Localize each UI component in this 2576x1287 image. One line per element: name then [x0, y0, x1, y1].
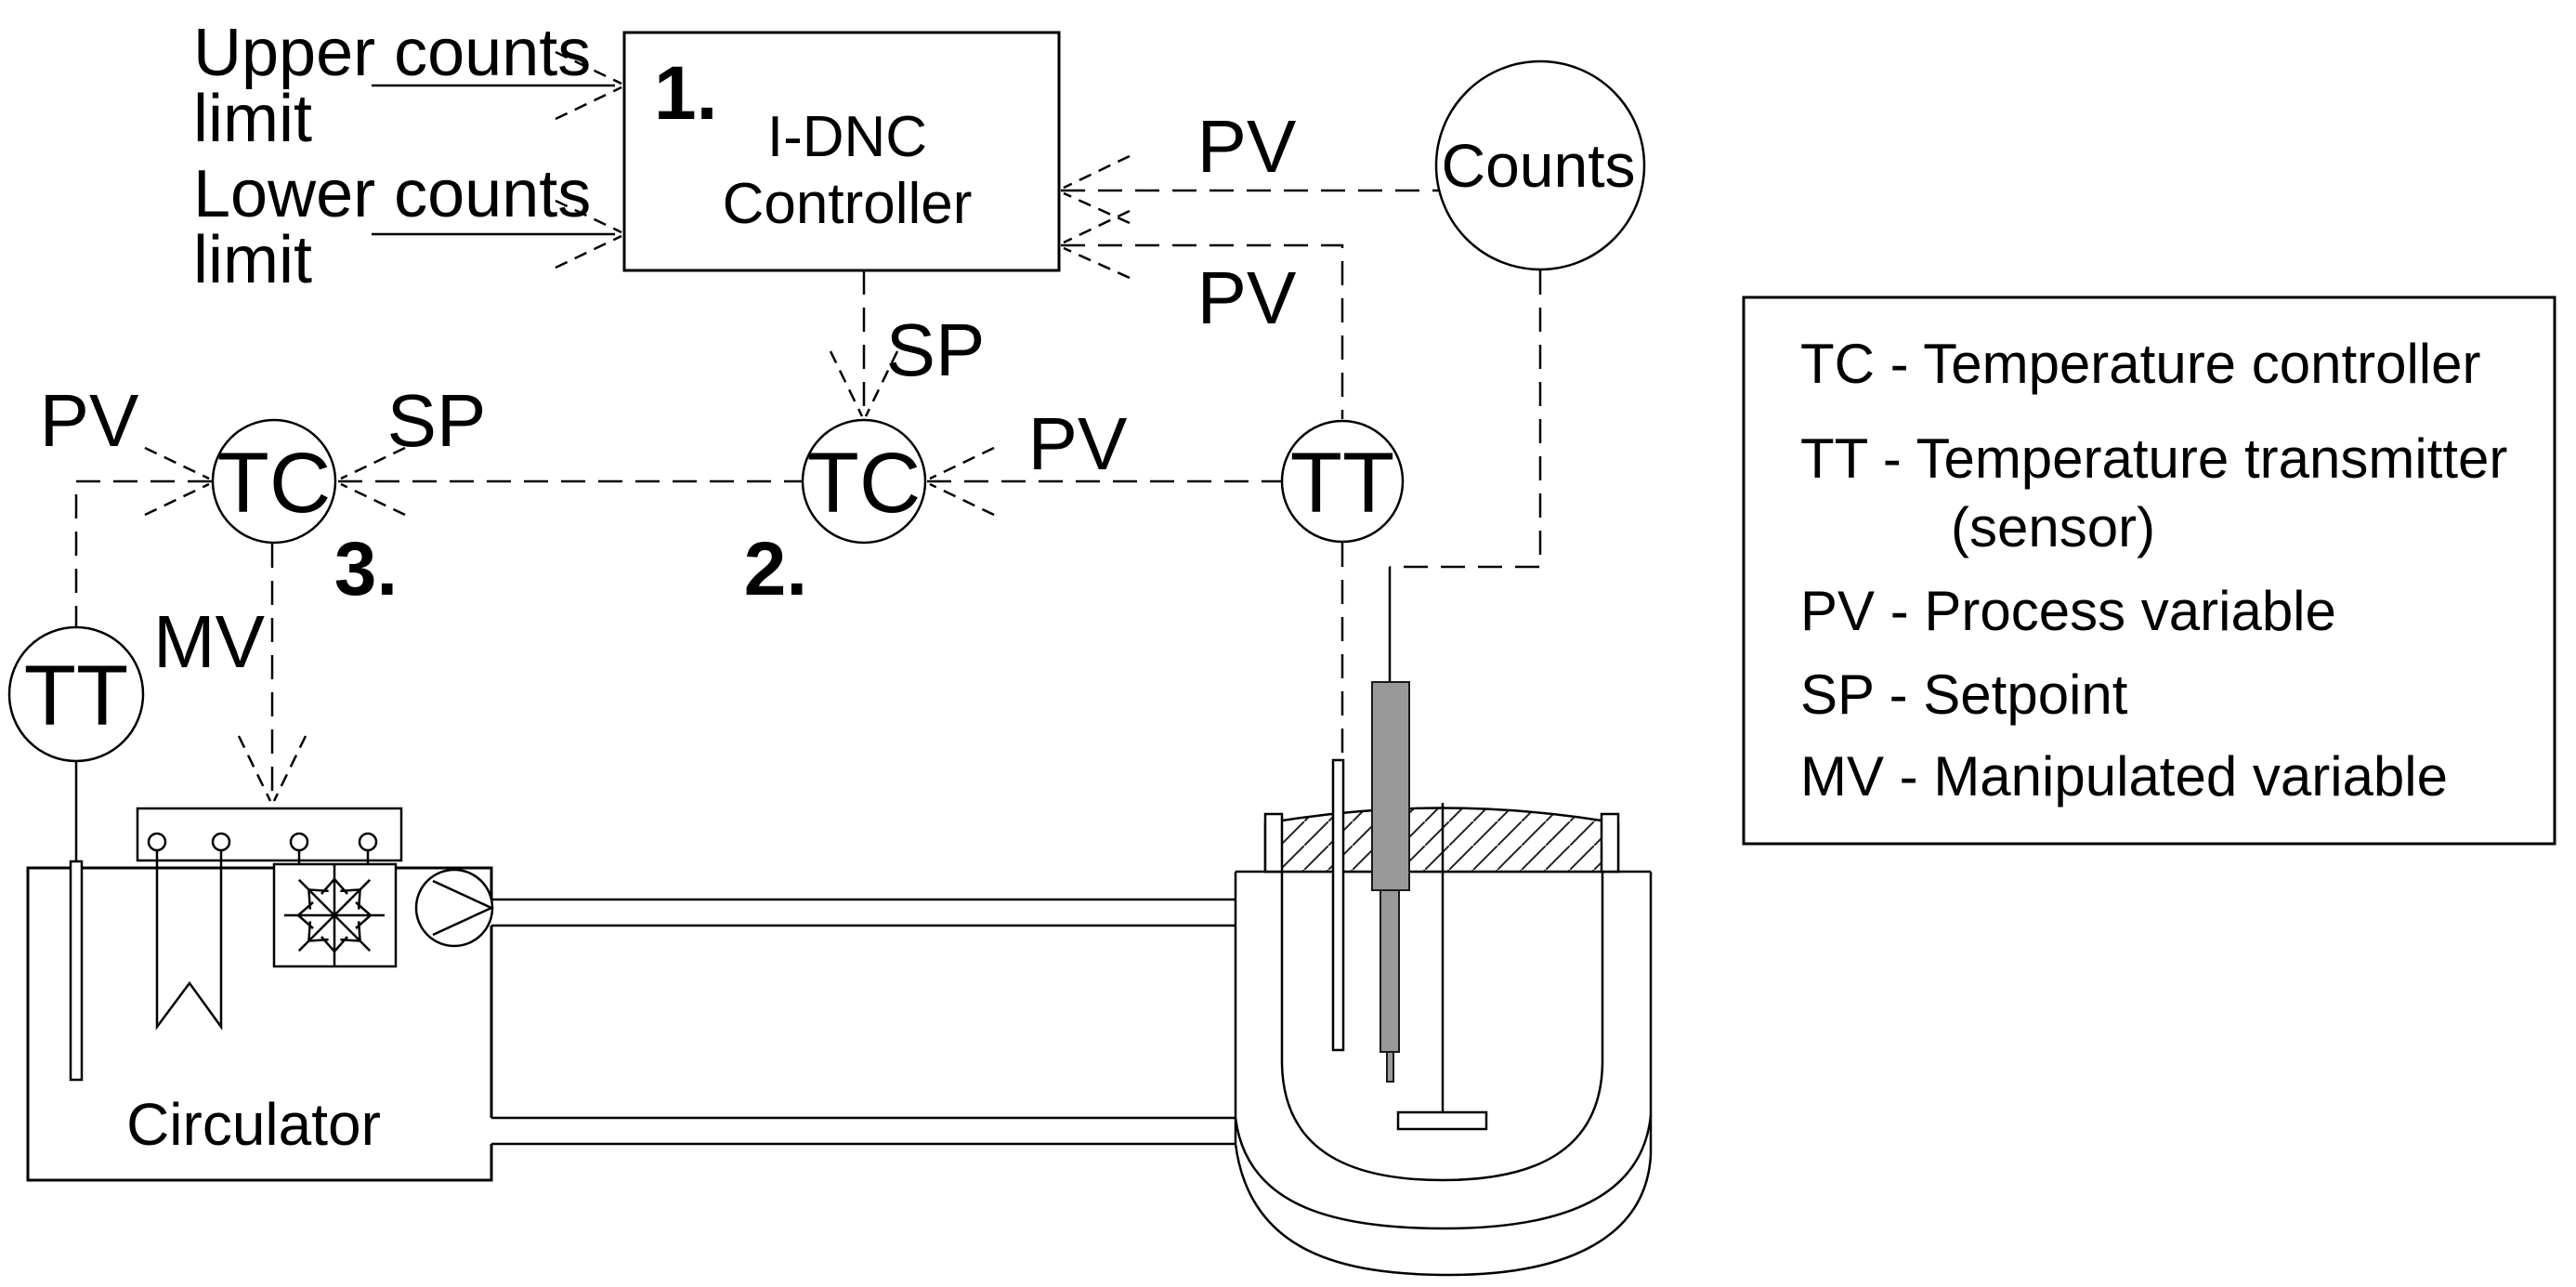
sp-label-tc2-tc3: SP	[387, 379, 487, 462]
circulator-box	[26, 866, 493, 1182]
sp-label-controller: SP	[886, 309, 986, 391]
jacket-bottom-outer	[1234, 1143, 1653, 1277]
arrowhead-pv-into-controller-bottom	[1063, 209, 1131, 280]
legend-box: TC - Temperature controller TT - Tempera…	[1742, 295, 2556, 846]
tc3-number: 3.	[334, 527, 398, 611]
arrowhead-mv-into-heater	[237, 735, 307, 802]
lower-counts-label-line2: limit	[193, 223, 312, 297]
terminal-2	[211, 832, 231, 852]
cooler-snowflake-icon	[272, 862, 398, 968]
upper-counts-limit-input: Upper counts limit	[193, 16, 622, 156]
pump-icon	[414, 868, 494, 948]
controller-number: 1.	[654, 51, 717, 136]
legend-line-pv: PV - Process variable	[1800, 580, 2336, 642]
upper-counts-label-line2: limit	[193, 82, 312, 156]
lower-counts-label-line1: Lower counts	[193, 157, 591, 231]
counts-label: Counts	[1441, 131, 1635, 200]
tc2-number: 2.	[744, 527, 807, 611]
pv-line-tt-to-controller	[1061, 243, 1344, 419]
arrowhead-into-controller-upper	[555, 50, 622, 121]
terminal-block-frame	[136, 807, 403, 862]
terminal-3	[289, 832, 309, 852]
upper-counts-label-line1: Upper counts	[193, 16, 591, 90]
arrowhead-pv-into-controller-top	[1063, 154, 1131, 225]
tt-left-label: TT	[24, 649, 128, 743]
probe-body	[1371, 681, 1410, 891]
jacket-bottom-inner	[1234, 1114, 1653, 1230]
tc2-master-controller: TC	[801, 418, 927, 545]
tc3-circle	[211, 418, 337, 545]
idnc-controller: 1. I-DNC Controller	[622, 31, 1061, 272]
arrowhead-sp-into-tc3	[340, 446, 406, 517]
controller-name-line1: I-DNC	[767, 105, 927, 169]
supply-pipe	[490, 898, 1237, 927]
counts-circle	[1434, 59, 1646, 271]
mv-label: MV	[153, 600, 266, 683]
probe-tip	[1386, 1051, 1394, 1083]
tt-right-label: TT	[1290, 436, 1394, 531]
lower-counts-limit-input: Lower counts limit	[193, 157, 622, 297]
return-pipe	[490, 1116, 1237, 1146]
signal-lines	[74, 189, 1542, 801]
tc3-slave-controller: TC	[211, 418, 337, 545]
pv-label-counts: PV	[1197, 105, 1297, 188]
counts-node: Counts	[1434, 59, 1646, 271]
pv-label-ttl-tc3: PV	[40, 379, 139, 462]
heater-element-icon	[155, 850, 223, 1031]
arrowhead-pv-into-tc3	[144, 446, 210, 517]
counts-probe	[1371, 681, 1410, 1083]
terminal-4	[358, 832, 378, 852]
heater-terminal-block	[136, 807, 403, 862]
arrowhead-into-controller-lower	[555, 199, 622, 269]
jacketed-reactor	[1234, 681, 1653, 1277]
idnc-controller-box	[622, 31, 1061, 272]
legend-line-tt: TT - Temperature transmitter	[1800, 427, 2507, 490]
tt-reactor-transmitter: TT	[1280, 419, 1405, 544]
tc2-circle	[801, 418, 927, 545]
tc3-label: TC	[217, 436, 332, 531]
reactor-temperature-sensor	[1331, 758, 1345, 1052]
legend-line-sp: SP - Setpoint	[1800, 663, 2128, 726]
legend-line-sensor: (sensor)	[1951, 496, 2155, 558]
stirrer-paddle	[1396, 1110, 1488, 1131]
legend-line-tc: TC - Temperature controller	[1800, 333, 2480, 395]
legend-frame	[1742, 295, 2556, 846]
circulator-label: Circulator	[126, 1091, 381, 1158]
tt-circulator-transmitter: TT	[7, 625, 145, 763]
inner-vessel-bottom	[1280, 1063, 1604, 1182]
arrowhead-pv-into-tc2	[929, 446, 995, 517]
tt-right-circle	[1280, 419, 1405, 544]
pv-label-tt-tc2: PV	[1028, 402, 1128, 485]
arrowhead-sp-into-tc2	[829, 350, 899, 417]
probe-shaft	[1380, 889, 1400, 1053]
circulator-unit: Circulator	[26, 761, 1237, 1182]
pv-line-ttl-to-tc3	[74, 479, 212, 628]
terminal-1	[147, 832, 167, 852]
lid-clamp-right	[1600, 812, 1620, 873]
controller-name-line2: Controller	[723, 172, 973, 236]
legend-line-mv: MV - Manipulated variable	[1800, 745, 2448, 808]
pv-label-tt-controller: PV	[1197, 256, 1297, 339]
tc2-label: TC	[807, 436, 922, 531]
circulator-sensor-probe	[69, 860, 84, 1082]
lid-clamp-left	[1263, 812, 1284, 873]
